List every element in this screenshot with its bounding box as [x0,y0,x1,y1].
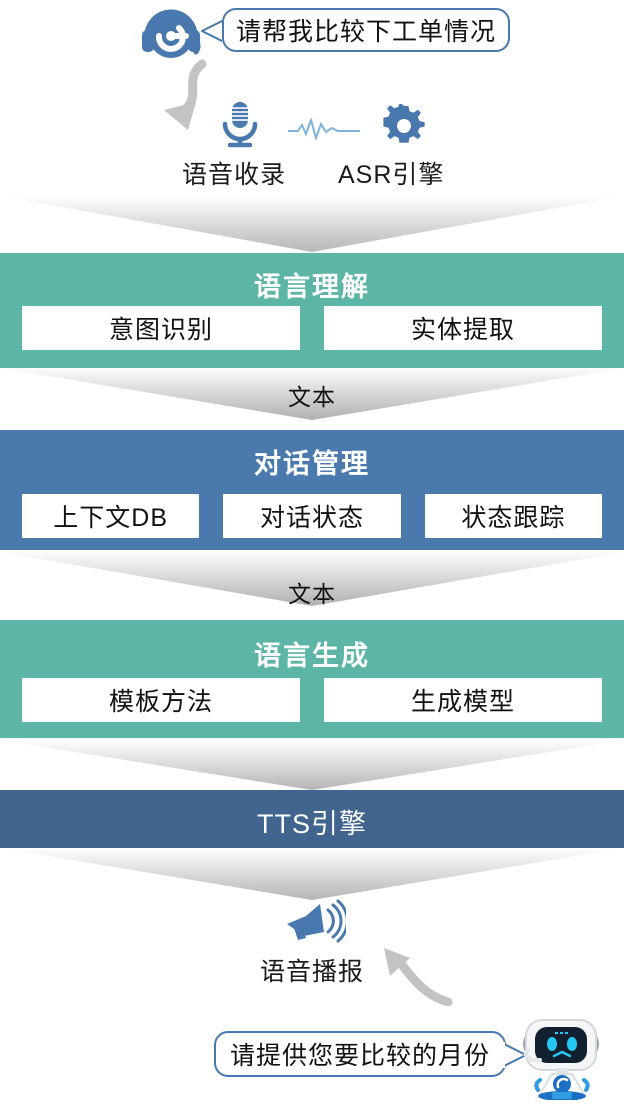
robot-assistant-icon [512,1014,612,1101]
stage-dm-modules: 上下文DB 对话状态 状态跟踪 [0,494,624,538]
user-request-text: 请帮我比较下工单情况 [235,18,496,46]
headset-operator-icon [138,6,214,62]
assistant-reply-text: 请提供您要比较的月份 [229,1042,490,1070]
stage-nlu-modules: 意图识别 实体提取 [0,306,624,350]
module-context-db[interactable]: 上下文DB [22,494,200,538]
stage-nlg-title: 语言生成 [254,641,370,671]
module-dialogue-state[interactable]: 对话状态 [223,494,401,538]
stage-nlu-title: 语言理解 [254,272,370,302]
voice-capture-label: 语音收录 [182,161,287,189]
module-intent-recognition[interactable]: 意图识别 [22,306,300,350]
connector-arrow-5 [0,848,624,900]
voice-broadcast-label: 语音播报 [259,958,364,986]
stage-tts-title: TTS引擎 [257,809,367,839]
module-state-tracking[interactable]: 状态跟踪 [424,494,602,538]
audio-waveform-icon [288,116,360,142]
stage-tts: TTS引擎 [0,790,624,848]
connector-label-2: 文本 [288,581,336,607]
connector-arrow-2 [0,368,624,420]
curved-down-arrow-icon [152,58,222,144]
stage-dm-title: 对话管理 [254,449,370,479]
connector-arrow-4 [0,740,624,790]
connector-arrow-1 [0,196,624,252]
module-generative-model[interactable]: 生成模型 [324,678,602,722]
module-template-method[interactable]: 模板方法 [22,678,300,722]
megaphone-speaker-icon [284,898,349,944]
connector-label-1: 文本 [288,384,336,410]
user-request-bubble: 请帮我比较下工单情况 [222,8,510,52]
module-entity-extraction[interactable]: 实体提取 [324,306,602,350]
microphone-icon [219,100,261,148]
gear-icon [382,101,426,148]
curved-up-arrow-icon [370,944,456,1007]
stage-nlg-modules: 模板方法 生成模型 [0,678,624,722]
connector-arrow-3 [0,552,624,606]
asr-engine-label: ASR引擎 [338,161,445,189]
assistant-reply-bubble: 请提供您要比较的月份 [214,1031,506,1077]
